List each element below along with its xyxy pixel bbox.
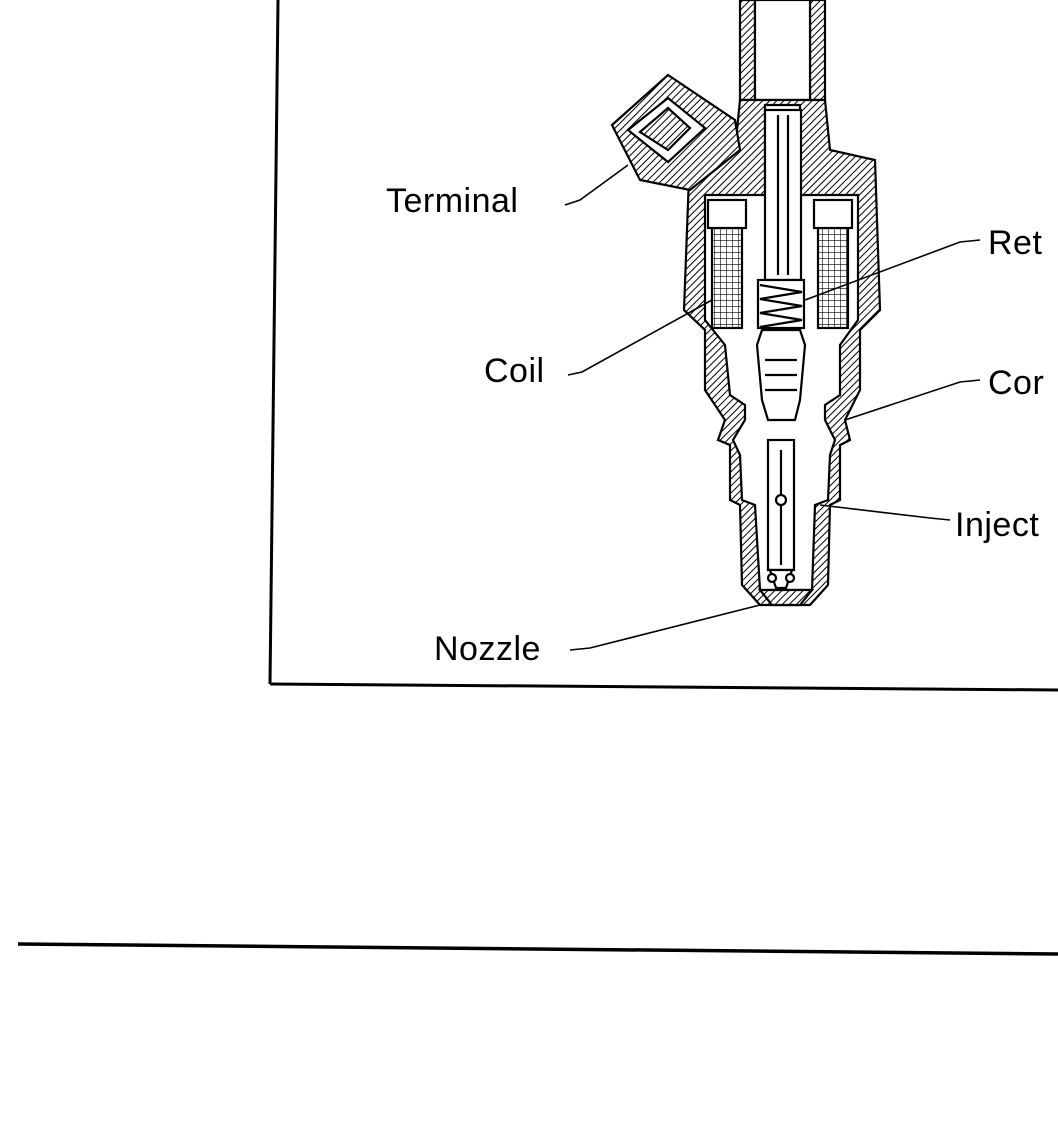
label-terminal: Terminal — [386, 182, 518, 220]
leader-lines — [564, 164, 981, 651]
needle-valve — [766, 438, 796, 590]
coil-right — [816, 226, 850, 330]
label-right-top: Ret — [988, 224, 1042, 262]
label-coil: Coil — [484, 352, 545, 390]
label-right-bottom: Inject — [955, 506, 1039, 544]
label-right-middle: Cor — [988, 364, 1044, 402]
figure-frame — [268, 0, 1058, 692]
nozzle-tip — [757, 588, 815, 607]
labels: Terminal Coil Nozzle Ret Cor Inject — [386, 182, 1044, 668]
spring — [756, 278, 806, 330]
label-nozzle: Nozzle — [434, 630, 541, 668]
coil-left — [710, 226, 744, 330]
page-rule — [17, 942, 1058, 956]
injector-body — [610, 0, 882, 607]
